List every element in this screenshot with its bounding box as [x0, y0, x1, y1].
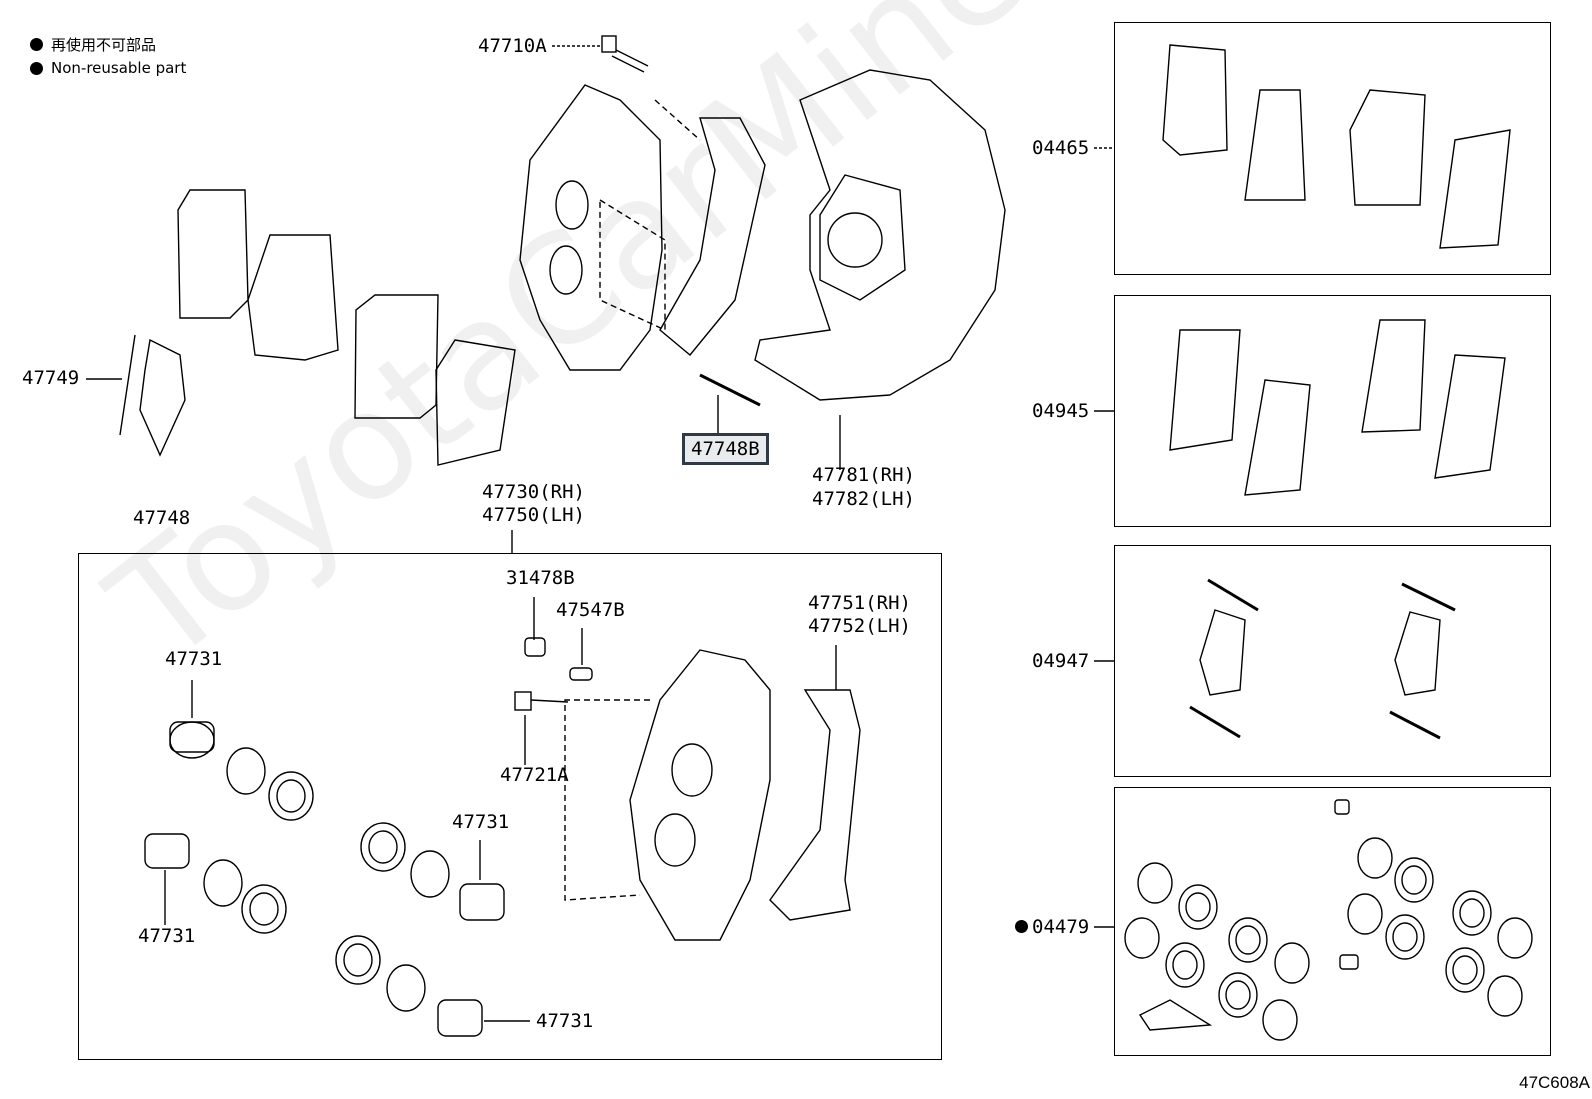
kit-label[interactable]: 04465 — [1032, 137, 1090, 159]
part-label[interactable]: 47749 — [22, 367, 80, 389]
part-label[interactable]: 47731 — [138, 925, 196, 947]
legend-en: Non-reusable part — [30, 59, 186, 77]
kit-box-04465 — [1114, 22, 1551, 275]
kit-label[interactable]: 04945 — [1032, 400, 1090, 422]
part-label[interactable]: 47731 — [165, 648, 223, 670]
non-reusable-dot-icon — [30, 38, 43, 51]
kit-box-04479 — [1114, 787, 1551, 1056]
legend-jp: 再使用不可部品 — [30, 34, 156, 55]
part-label[interactable]: 47721A — [500, 764, 569, 786]
kit-box-04947 — [1114, 545, 1551, 777]
non-reusable-dot-icon — [30, 61, 43, 75]
part-label[interactable]: 47748 — [133, 507, 191, 529]
non-reusable-dot-icon — [1015, 920, 1028, 933]
legend-label: Non-reusable part — [51, 59, 187, 77]
kit-label[interactable]: 04947 — [1032, 650, 1090, 672]
kit-box-04945 — [1114, 295, 1551, 527]
part-label-highlighted[interactable]: 47748B — [682, 433, 769, 465]
part-label[interactable]: 47731 — [536, 1010, 594, 1032]
part-label[interactable]: 47547B — [556, 599, 625, 621]
caliper-assembly-box — [78, 553, 942, 1060]
part-label[interactable]: 47710A — [478, 35, 547, 57]
part-label[interactable]: 47731 — [452, 811, 510, 833]
part-label[interactable]: 47750(LH) — [482, 504, 585, 526]
part-label[interactable]: 47730(RH) — [482, 481, 585, 503]
part-label[interactable]: 47752(LH) — [808, 615, 911, 637]
figure-code: 47C608A — [1519, 1073, 1590, 1092]
part-label[interactable]: 47782(LH) — [812, 488, 915, 510]
legend-label: 再使用不可部品 — [51, 36, 157, 54]
part-label[interactable]: 47781(RH) — [812, 464, 915, 486]
part-label[interactable]: 47751(RH) — [808, 592, 911, 614]
kit-label[interactable]: 04479 — [1032, 916, 1090, 938]
part-label[interactable]: 31478B — [506, 567, 575, 589]
